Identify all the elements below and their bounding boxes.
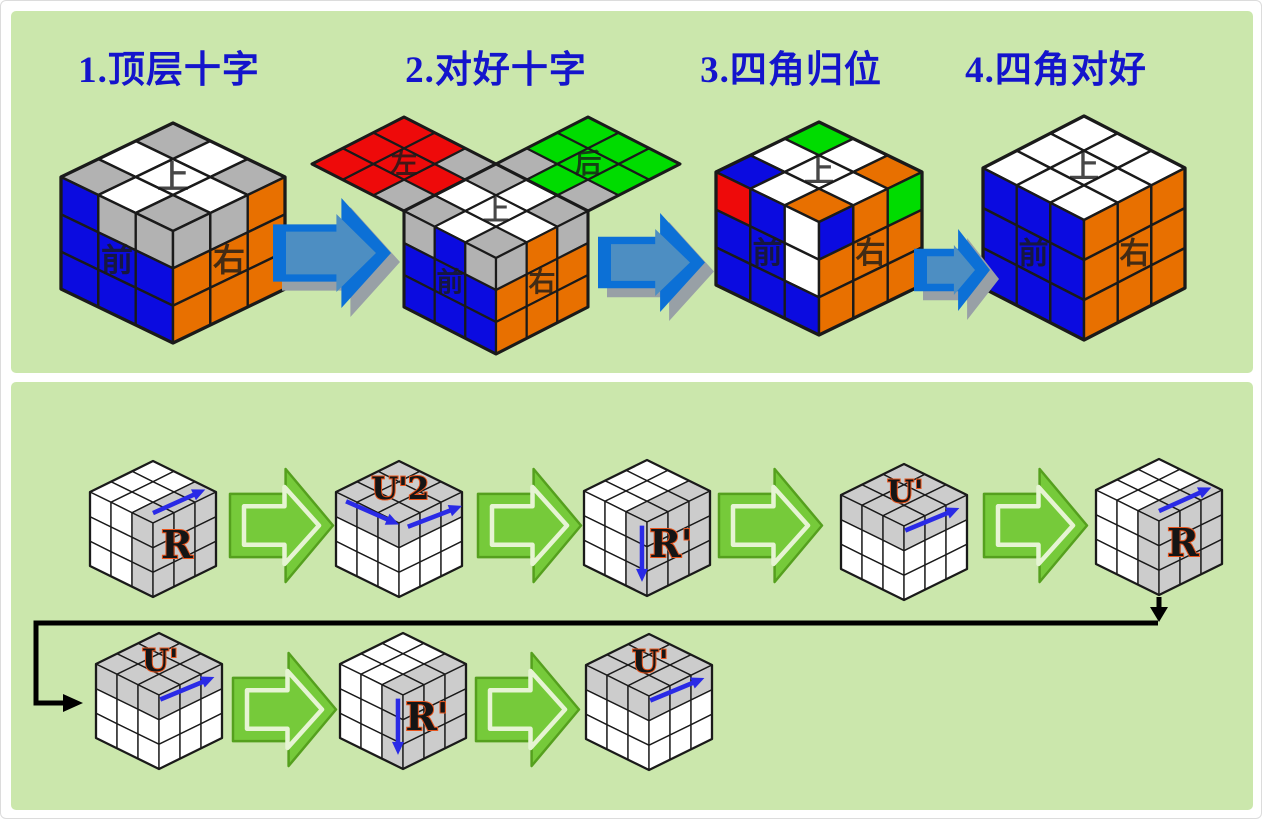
green-arrow-row1-3 (717, 467, 824, 584)
step-title-3: 3.四角归位 (700, 50, 882, 91)
svg-text:上: 上 (1069, 152, 1099, 185)
seq-cube-row1-5-R: R (1094, 457, 1224, 597)
svg-text:上: 上 (157, 159, 189, 195)
move-label: U' (632, 644, 669, 680)
seq-cube-row2-2-R': R' (338, 631, 468, 771)
seq-cube-row2-3-U': U' (584, 632, 714, 772)
seq-cube-row1-4-U': U' (839, 462, 969, 602)
svg-text:前: 前 (101, 242, 133, 278)
move-label: R (1167, 520, 1199, 565)
step-cube-3: 上前 右 (714, 120, 924, 337)
move-label: U' (142, 643, 179, 679)
seq-cube-row1-3-R': R' (582, 458, 712, 598)
green-arrow-row2-1 (231, 651, 338, 768)
svg-text:上: 上 (483, 196, 510, 226)
blue-arrow-2 (598, 213, 714, 321)
seq-cube-row1-2-U'2: U'2 (334, 459, 464, 599)
svg-text:前: 前 (437, 267, 464, 298)
green-arrow-row1-2 (476, 467, 583, 584)
seq-cube-row2-1-U': U' (94, 631, 224, 771)
green-arrow-row1-4 (982, 467, 1089, 584)
blue-arrow-3 (914, 229, 999, 320)
green-arrow-row2-2 (474, 651, 581, 768)
step-cube-1: 上前 右 (59, 121, 287, 345)
svg-text:右: 右 (856, 237, 886, 270)
svg-text:右: 右 (529, 268, 556, 298)
step-cube-4: 上前 右 (981, 114, 1187, 342)
svg-text:后: 后 (575, 149, 602, 179)
green-arrow-row1-1 (228, 467, 335, 584)
svg-text:前: 前 (1019, 238, 1049, 271)
svg-text:左: 左 (391, 149, 418, 179)
step-title-1: 1.顶层十字 (78, 50, 260, 91)
svg-text:右: 右 (213, 242, 245, 278)
move-label: U'2 (371, 471, 429, 507)
seq-cube-row1-1-R: R (88, 459, 218, 599)
blue-arrow-1 (273, 198, 400, 317)
svg-text:前: 前 (753, 237, 783, 270)
svg-text:右: 右 (1120, 238, 1150, 271)
move-label: R' (649, 521, 692, 566)
step-cube-2: 左 后上前 右 (310, 115, 682, 356)
flow-connector (33, 597, 1168, 712)
move-label: R (161, 522, 193, 567)
move-label: U' (887, 474, 924, 510)
step-title-2: 2.对好十字 (405, 50, 587, 91)
svg-text:上: 上 (804, 156, 834, 189)
step-title-4: 4.四角对好 (965, 50, 1147, 91)
move-label: R' (405, 694, 448, 739)
